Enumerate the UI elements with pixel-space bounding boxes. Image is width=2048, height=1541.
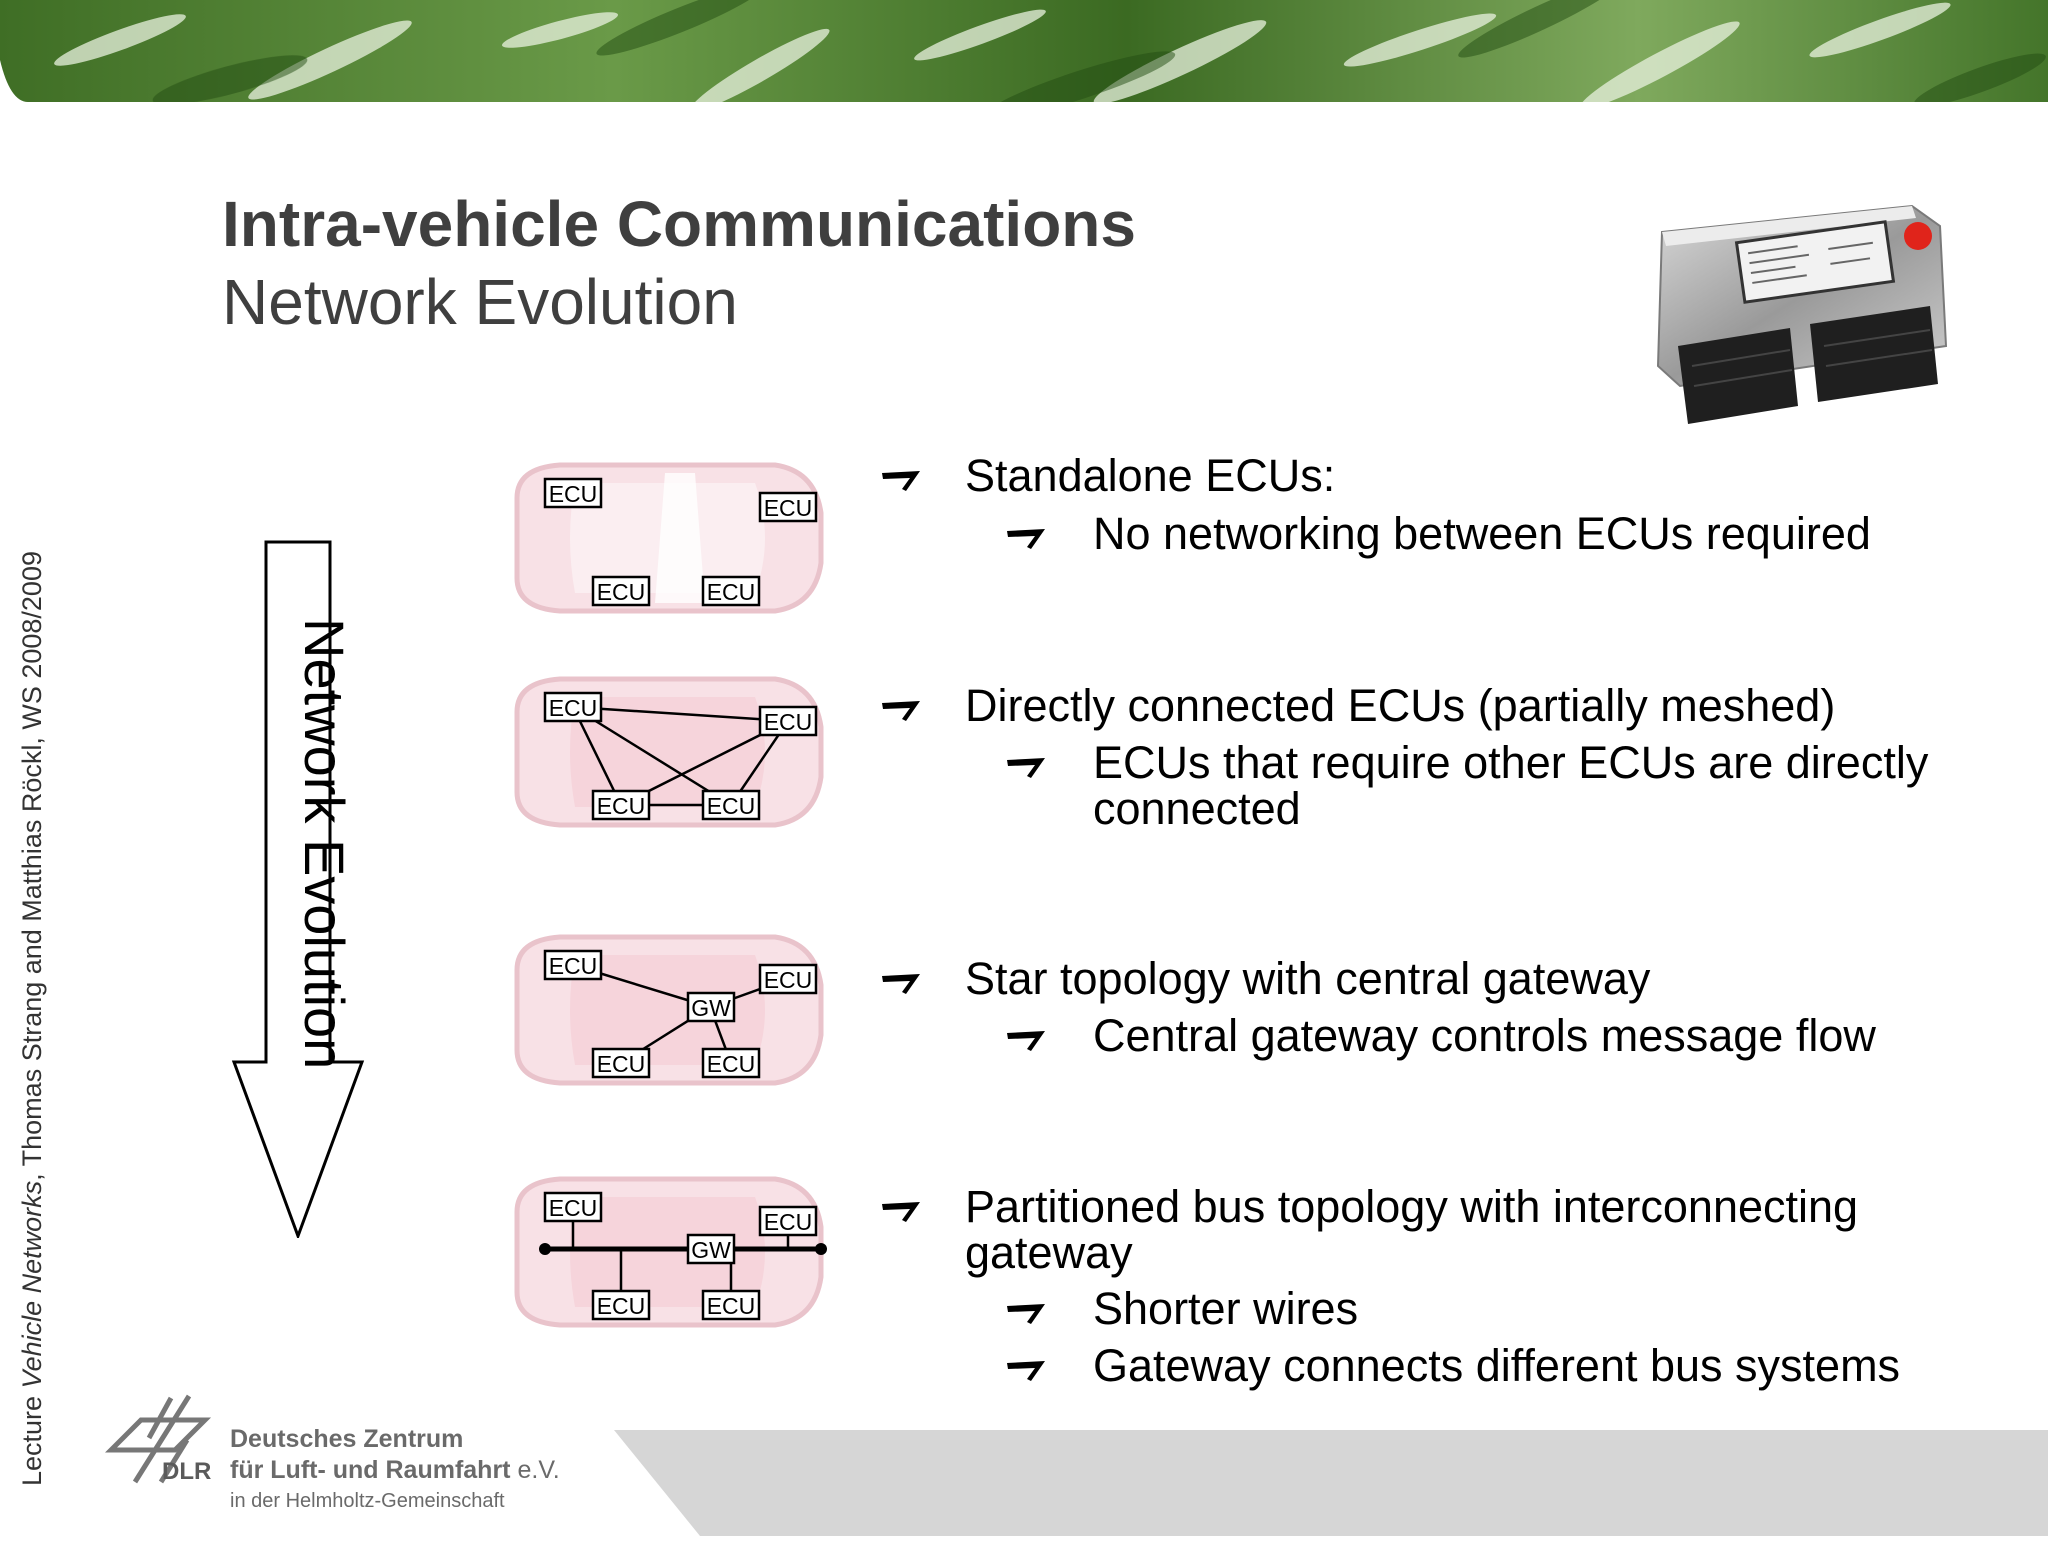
ecu-label: ECU bbox=[707, 579, 756, 605]
bullet-arrow-icon bbox=[1005, 744, 1049, 790]
bus-terminator-left bbox=[539, 1243, 551, 1255]
bullet-text: No networking between ECUs required bbox=[1093, 508, 1871, 559]
gateway-label: GW bbox=[691, 995, 731, 1021]
dlr-line-2: für Luft- und Raumfahrt e.V. bbox=[230, 1455, 560, 1486]
ecu-label: ECU bbox=[707, 793, 756, 819]
dlr-line-2-main: für Luft- und Raumfahrt bbox=[230, 1456, 511, 1484]
bullet-arrow-icon bbox=[880, 457, 924, 503]
diagram-star: ECU ECU ECU ECU GW bbox=[505, 925, 827, 1095]
sub-bullet-4-2: Gateway connects different bus systems bbox=[1007, 1340, 1901, 1391]
ecu-label: ECU bbox=[549, 481, 598, 507]
dlr-line-3: in der Helmholtz-Gemeinschaft bbox=[230, 1490, 505, 1512]
network-evolution-label: Network Evolution bbox=[293, 618, 356, 1070]
gateway-label: GW bbox=[691, 1237, 731, 1263]
ecu-label: ECU bbox=[764, 709, 813, 735]
dlr-logo-icon bbox=[104, 1390, 215, 1486]
dlr-wordmark: Deutsches Zentrum für Luft- und Raumfahr… bbox=[230, 1424, 560, 1516]
ecu-label: ECU bbox=[707, 1051, 756, 1077]
ecu-label: ECU bbox=[597, 1051, 646, 1077]
car-diagram-2: ECU ECU ECU ECU bbox=[514, 676, 824, 828]
bullet-arrow-icon bbox=[880, 687, 924, 733]
lecture-credit: Lecture Vehicle Networks, Thomas Strang … bbox=[17, 551, 48, 1486]
diagram-standalone: ECU ECU ECU ECU bbox=[505, 453, 827, 623]
bullet-arrow-icon bbox=[880, 1188, 924, 1234]
diagram-bus: ECU ECU ECU ECU GW bbox=[505, 1167, 827, 1337]
ecu-label: ECU bbox=[549, 953, 598, 979]
bullet-4: Partitioned bus topology with interconne… bbox=[882, 1181, 1905, 1278]
ecu-label: ECU bbox=[707, 1293, 756, 1319]
bullet-text: Star topology with central gateway bbox=[965, 953, 1651, 1004]
sub-bullet-3-1: Central gateway controls message flow bbox=[1007, 1010, 1876, 1061]
ecu-label: ECU bbox=[764, 495, 813, 521]
sub-bullet-1-1: No networking between ECUs required bbox=[1007, 508, 1871, 559]
ecu-label: ECU bbox=[549, 1195, 598, 1221]
dlr-line-1: Deutsches Zentrum bbox=[230, 1425, 464, 1453]
bullet-arrow-icon bbox=[1005, 1290, 1049, 1336]
ecu-label: ECU bbox=[764, 967, 813, 993]
bus-terminator-right bbox=[815, 1243, 827, 1255]
bullet-3: Star topology with central gateway bbox=[882, 953, 1651, 1004]
bullet-arrow-icon bbox=[880, 960, 924, 1006]
dlr-line-2-suffix: e.V. bbox=[517, 1456, 560, 1484]
bullet-2: Directly connected ECUs (partially meshe… bbox=[882, 680, 1836, 731]
bullet-text: Shorter wires bbox=[1093, 1283, 1359, 1334]
bullet-text: Partitioned bus topology with interconne… bbox=[965, 1181, 1859, 1278]
sub-bullet-2-1: ECUs that require other ECUs are directl… bbox=[1007, 737, 1973, 834]
sub-bullet-4-1: Shorter wires bbox=[1007, 1283, 1359, 1334]
bullet-1: Standalone ECUs: bbox=[882, 450, 1336, 501]
network-evolution-arrow bbox=[230, 538, 370, 1241]
credit-course: Vehicle Networks bbox=[17, 1180, 47, 1389]
header-banner bbox=[0, 0, 2048, 102]
credit-suffix: , Thomas Strang and Matthias Röckl, WS 2… bbox=[17, 551, 47, 1181]
diagram-partially-meshed: ECU ECU ECU ECU bbox=[505, 667, 827, 837]
bullet-text: Directly connected ECUs (partially meshe… bbox=[965, 680, 1836, 731]
bullet-text: Standalone ECUs: bbox=[965, 450, 1336, 501]
ecu-label: ECU bbox=[597, 793, 646, 819]
ecu-unit-image bbox=[1640, 196, 1968, 446]
title-block: Intra-vehicle Communications Network Evo… bbox=[222, 186, 1136, 342]
car-diagram-4: ECU ECU ECU ECU GW bbox=[514, 1176, 827, 1328]
car-diagram-3: ECU ECU ECU ECU GW bbox=[514, 934, 824, 1086]
ecu-label: ECU bbox=[764, 1209, 813, 1235]
ecu-label: ECU bbox=[549, 695, 598, 721]
car-diagram-1: ECU ECU ECU ECU bbox=[514, 462, 824, 614]
bullet-text: Central gateway controls message flow bbox=[1093, 1010, 1876, 1061]
bullet-arrow-icon bbox=[1005, 515, 1049, 561]
ecu-label: ECU bbox=[597, 1293, 646, 1319]
footer-band bbox=[0, 1430, 2048, 1536]
bullet-arrow-icon bbox=[1005, 1347, 1049, 1393]
ecu-label: ECU bbox=[597, 579, 646, 605]
slide-title: Intra-vehicle Communications bbox=[222, 188, 1136, 260]
dlr-abbreviation: DLR bbox=[162, 1458, 212, 1485]
bullet-text: ECUs that require other ECUs are directl… bbox=[1093, 737, 1929, 834]
bullet-arrow-icon bbox=[1005, 1017, 1049, 1063]
slide-subtitle: Network Evolution bbox=[222, 266, 738, 338]
bullet-text: Gateway connects different bus systems bbox=[1093, 1340, 1901, 1391]
